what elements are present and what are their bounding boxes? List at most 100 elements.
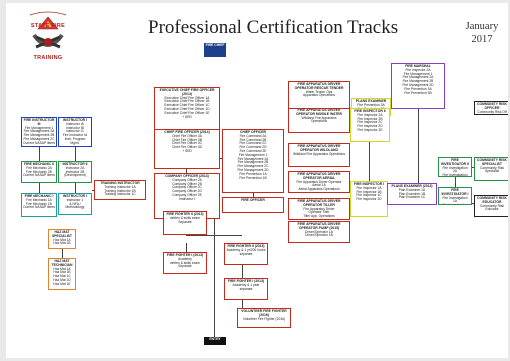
- cert-box-line: Fire Prevention 1A: [239, 171, 267, 176]
- cert-box-title: Instructor I: [62, 194, 88, 198]
- cert-box-title: Community Risk Officer: [477, 102, 507, 110]
- cert-box-community-risk-1: Community Risk OfficerCommunity Risk Off: [474, 101, 508, 115]
- cert-box-line: Plan Examiner 1A: [398, 187, 426, 192]
- cert-box-title: Instructor I: [62, 118, 88, 122]
- cert-box-app-op-rescue: Fire Apparatus Driver Operator Rescue Te…: [288, 81, 350, 109]
- cert-box-title: Fire Instructor III: [23, 118, 55, 126]
- cert-box-title: Haz Mat Technician: [51, 259, 73, 267]
- cert-box-line: Fire Inspector 1B: [356, 189, 382, 194]
- connector-line: [472, 203, 474, 204]
- cert-box-line: Fire Management 2B: [402, 79, 434, 84]
- cert-box-line: Tiller App. Operations: [303, 214, 335, 219]
- cert-box-line: Fire Mechanic 1A: [26, 197, 52, 202]
- cert-box-line: Specialist: [484, 169, 500, 174]
- cert-box-line: Fire Management 1: [238, 152, 268, 157]
- cert-box-line: Fire Prevention 1B: [239, 175, 267, 180]
- cert-box-line: Fire Apparatus Driver: [303, 206, 335, 211]
- cert-box-app-op-mobile: Fire Apparatus Driver Operator Mobile Wa…: [288, 107, 350, 133]
- cert-box-line: + SED: [182, 114, 192, 119]
- connector-line: [62, 249, 63, 258]
- cert-box-line: Fire Inspector 1D: [356, 197, 382, 202]
- cert-box-line: Apparatus Operations: [302, 93, 336, 98]
- cert-box-line: Chief Fire Officer 3B: [172, 137, 202, 142]
- cert-box-line: Fire Command 2A: [239, 133, 267, 138]
- cert-box-line: Fire Management 2C: [237, 164, 269, 169]
- cert-box-title: Fire Apparatus Driver Operator Wildland: [297, 144, 341, 152]
- cert-box-line: Aerial 1A: [312, 183, 326, 188]
- cert-box-line: Fire Investigation 2A: [442, 165, 468, 174]
- cert-box-line: Chief Fire Officer 3A: [172, 133, 202, 138]
- cert-box-line: separate: [239, 251, 253, 256]
- cert-box-line: Chief Fire Officer 3D: [172, 145, 202, 150]
- cert-box-line: Fire Inspector 2C: [357, 120, 383, 125]
- logo-bottom-text: TRAINING: [33, 55, 63, 61]
- cert-box-line: Fire Management 2A: [402, 75, 434, 80]
- connector-line: [75, 147, 76, 161]
- cert-box-line: Fire Management 2B: [23, 133, 55, 138]
- cert-box-line: Academy: [178, 256, 192, 261]
- cert-box-line: Operator Tiller: [308, 210, 330, 215]
- cert-box-line: Haz Mat 1D: [53, 277, 71, 282]
- cert-box-fire-officer: Fire Officer: [222, 197, 284, 213]
- cert-box-exec-chief: Executive Chief Fire Officer (2014)Execu…: [154, 87, 220, 135]
- cert-box-line: Chief Fire Officer 3C: [172, 141, 202, 146]
- cert-box-line: Training Instructor 1C: [104, 192, 136, 197]
- cert-box-line: Academy & 1 yr/200 hours: [226, 247, 266, 252]
- cert-box-line: Current NASAP items: [23, 173, 55, 178]
- cert-box-line: Educator: [485, 207, 499, 212]
- cert-box-line: Fire Inspector 2B: [357, 116, 383, 121]
- connector-line: [39, 147, 40, 161]
- connector-line: [186, 235, 242, 236]
- connector-line: [186, 243, 187, 252]
- cert-box-line: Fire Mechanic 2B: [26, 169, 52, 174]
- cert-box-line: written & skills exam: [170, 215, 200, 220]
- cert-box-title: Chief Officer: [240, 130, 266, 134]
- cert-box-title: Instructor II: [62, 162, 88, 166]
- chart-page: STATE FIRE TRAINING Professional Certifi…: [6, 3, 508, 358]
- cert-box-line: Executive Chief Fire Officer 1E: [164, 110, 210, 115]
- date-year: 2017: [471, 34, 493, 45]
- cert-box-line: Driver/Operator 1B: [305, 233, 333, 238]
- cert-box-line: Haz Mat 1B: [53, 270, 71, 275]
- cert-box-line: Driver/Operator 1A: [305, 229, 333, 234]
- cert-box-line: Community Risk: [480, 203, 504, 208]
- cert-box-title: Plans Examiner (2013): [391, 184, 433, 188]
- cert-box-line: Instructor IC: [66, 129, 84, 134]
- cert-box-line: Fire Prevention 3A: [357, 102, 385, 107]
- cert-box-line: Haz Mat 1C: [53, 274, 71, 279]
- cert-box-line: Instructor 2B (Development): [64, 169, 86, 178]
- cert-box-title: Plans Examiner: [355, 99, 387, 103]
- cert-box-line: Fire Management 2C: [23, 136, 55, 141]
- cert-box-line: Fire Management 2D: [237, 167, 269, 172]
- cert-box-line: Wildland Fire Apparatus Operations: [292, 151, 346, 156]
- connector-line: [75, 183, 76, 193]
- cert-box-line: Fire Management 2A: [237, 156, 269, 161]
- cert-box-line: Haz Mat 1E: [53, 281, 71, 286]
- cert-box-line: Haz Mat 1A: [53, 237, 71, 242]
- cert-box-title: Fire Officer: [241, 198, 265, 202]
- date-month: January: [465, 21, 499, 32]
- cert-box-title: Fire Mechanic I: [24, 194, 54, 198]
- cert-box-line: Plan Examiner 1C: [398, 195, 426, 200]
- cert-box-line: Instr. Program Mgmt.: [64, 136, 86, 145]
- connector-line: [242, 300, 243, 308]
- cert-box-volunteer: Volunteer Fire Fighter (2016)Volunteer F…: [237, 308, 291, 328]
- cert-box-line: Haz Mat 1A: [53, 266, 71, 271]
- cert-box-line: Community Risk: [480, 165, 504, 170]
- page-title: Professional Certification Tracks: [148, 17, 399, 38]
- cert-box-line: Executive Chief Fire Officer 1B: [164, 99, 210, 104]
- cert-box-line: Fire Investigation 2B: [442, 173, 468, 177]
- cert-box-line: Fire Prevention 3A: [404, 86, 432, 91]
- cert-box-title: Company Officer (2014): [165, 174, 209, 178]
- cert-box-line: Fire Instructor IA: [62, 133, 88, 138]
- connector-line: [369, 142, 370, 181]
- connector-line: [92, 190, 94, 191]
- cert-box-title: Fire Apparatus Driver Operator Aerial: [297, 172, 341, 180]
- cert-box-line: Fire Investigation 1B: [442, 203, 467, 204]
